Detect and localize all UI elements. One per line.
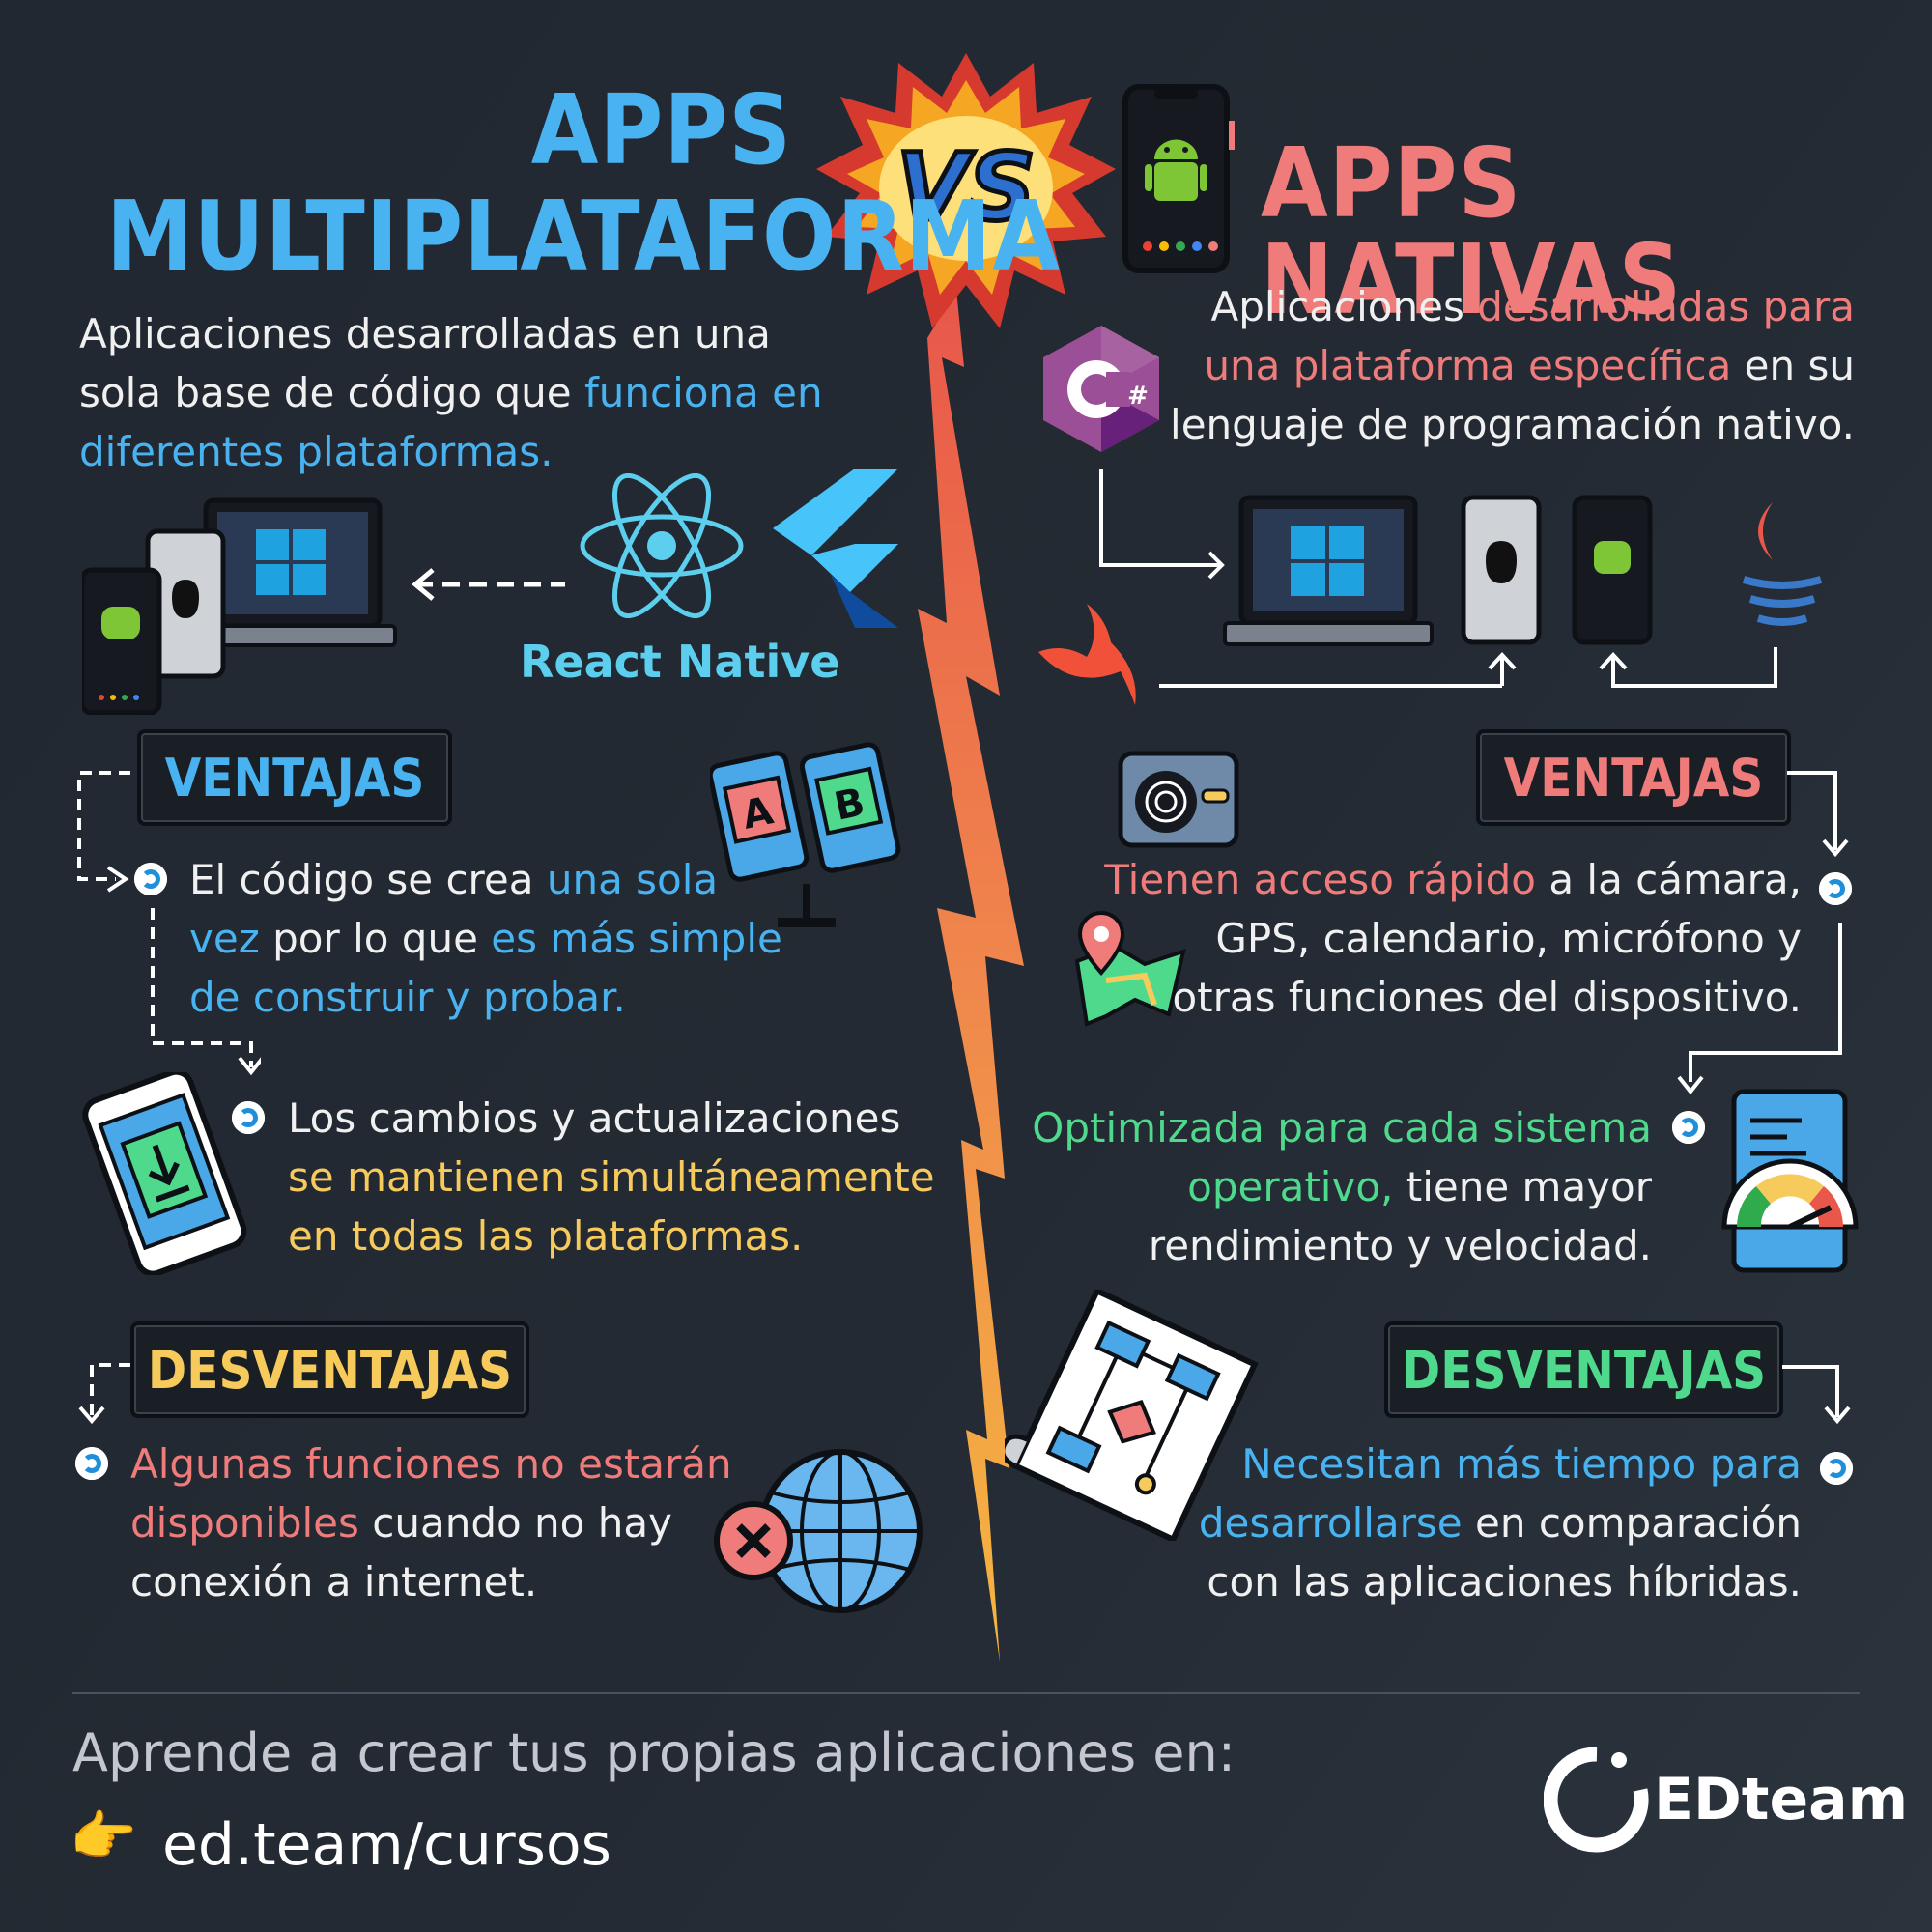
right-desventaja1-c: en comparación	[1462, 1499, 1802, 1547]
left-desventaja1-d: conexión a internet.	[130, 1558, 538, 1605]
swift-logo-icon	[1038, 604, 1136, 705]
right-desc-a: Aplicaciones	[1210, 283, 1478, 330]
right-ventaja1-a: Tienen acceso rápido	[1104, 856, 1536, 903]
right-desc-e: lenguaje de programación nativo.	[1170, 401, 1855, 448]
right-desventajas-label: DESVENTAJAS	[1384, 1321, 1783, 1418]
flowchart-blueprint-icon	[1005, 1290, 1259, 1541]
cross-platform-devices-icon	[82, 497, 397, 715]
flutter-logo-icon	[773, 469, 898, 628]
right-desventaja1-b: desarrollarse	[1198, 1499, 1463, 1547]
right-ventaja2-bullet	[1672, 1111, 1705, 1144]
left-ventaja2-c: en todas las plataformas.	[288, 1212, 804, 1260]
lightning-divider	[918, 290, 1024, 1662]
left-ventajas-label: VENTAJAS	[137, 729, 452, 826]
left-desc-line1: Aplicaciones desarrolladas en una	[79, 310, 771, 357]
ab-testing-phones-icon: A B	[710, 742, 901, 927]
edteam-brand-name: EDteam	[1654, 1766, 1909, 1833]
left-ventajas-connector	[77, 771, 261, 1076]
edteam-logo-icon	[1544, 1747, 1649, 1853]
left-ventaja1-bullet	[134, 863, 167, 895]
right-ventaja1-c: GPS, calendario, micrófono y	[1215, 915, 1802, 962]
camera-icon	[1118, 751, 1239, 848]
csharp-logo-icon: #	[1043, 326, 1159, 452]
right-desc-b: desarrolladas para	[1477, 283, 1855, 330]
react-native-label: React Native	[520, 636, 840, 688]
left-ventaja1-b: una sola	[546, 856, 719, 903]
right-desc-d: en su	[1731, 342, 1855, 389]
right-desventaja1-a: Necesitan más tiempo para	[1241, 1440, 1802, 1488]
left-ventaja1-d: por lo que	[259, 915, 492, 962]
left-ventaja1-a: El código se crea	[189, 856, 547, 903]
left-ventaja2-a: Los cambios y actualizaciones	[288, 1094, 901, 1142]
left-title-line1: APPS	[530, 73, 792, 186]
download-phone-icon	[82, 1072, 247, 1275]
pointer-emoji-icon: 👉	[70, 1805, 137, 1868]
left-desventajas-label: DESVENTAJAS	[130, 1321, 529, 1418]
left-ventaja2-b: se mantienen simultáneamente	[288, 1153, 935, 1201]
left-ventaja1-e: es más simple	[491, 915, 782, 962]
dashed-arrow-left	[412, 568, 565, 601]
left-title-line2: MULTIPLATAFORMA	[106, 180, 1061, 293]
left-ventaja2-bullet	[232, 1101, 265, 1134]
right-ventaja1-b: a la cámara,	[1535, 856, 1802, 903]
right-ventajas-connector	[1689, 771, 1849, 1082]
vs-label: VS	[896, 133, 1035, 242]
right-ventaja1-text: Tienen acceso rápido a la cámara, GPS, c…	[1101, 850, 1802, 1027]
footer-url-link[interactable]: ed.team/cursos	[162, 1811, 611, 1879]
left-desc-line2: sola base de código que	[79, 369, 584, 416]
right-title: APPS NATIVAS	[1261, 127, 1683, 336]
vs-starburst-icon: VS	[816, 53, 1116, 328]
right-desventaja1-bullet	[1820, 1452, 1853, 1485]
left-ventaja1-f: de construir y probar.	[189, 974, 626, 1021]
left-description: Aplicaciones desarrolladas en una sola b…	[79, 304, 852, 481]
android-phone-icon	[1122, 84, 1235, 273]
right-ventaja1-d: otras funciones del dispositivo.	[1172, 974, 1802, 1021]
left-desc-highlight1: funciona en	[583, 369, 823, 416]
right-ventaja2-a: Optimizada para cada sistema	[1032, 1104, 1652, 1151]
footer-cta: Aprende a crear tus propias aplicaciones…	[72, 1722, 1236, 1783]
right-desventaja1-text: Necesitan más tiempo para desarrollarse …	[1111, 1435, 1802, 1611]
left-desventaja1-a: Algunas funciones no estarán	[130, 1440, 732, 1488]
right-desventajas-connector	[1782, 1365, 1851, 1425]
right-ventajas-label: VENTAJAS	[1476, 729, 1791, 826]
left-ventaja1-text: El código se crea una sola vez por lo qu…	[189, 850, 808, 1027]
left-desventaja1-c: cuando no hay	[358, 1499, 672, 1547]
right-ventaja1-bullet	[1819, 872, 1852, 905]
right-ventaja2-b: operativo,	[1187, 1163, 1394, 1210]
right-ventaja2-text: Optimizada para cada sistema operativo, …	[995, 1098, 1652, 1275]
map-location-icon	[1074, 910, 1186, 1027]
offline-globe-icon	[714, 1449, 923, 1613]
left-ventaja2-text: Los cambios y actualizaciones se mantien…	[288, 1089, 964, 1265]
left-desventaja1-bullet	[75, 1447, 108, 1480]
right-desventaja1-d: con las aplicaciones híbridas.	[1207, 1558, 1802, 1605]
performance-gauge-icon	[1721, 1089, 1859, 1273]
left-ventaja1-c: vez	[189, 915, 260, 962]
left-desventaja1-b: disponibles	[130, 1499, 359, 1547]
svg-text:#: #	[1127, 382, 1149, 411]
left-desventajas-connector	[78, 1363, 130, 1425]
left-desventaja1-text: Algunas funciones no estarán disponibles…	[130, 1435, 749, 1611]
right-ventajas-connector-arrow	[1677, 1075, 1704, 1095]
react-logo-icon	[580, 473, 744, 618]
left-desc-highlight2: diferentes plataformas.	[79, 428, 554, 475]
native-platforms-diagram	[1099, 469, 1823, 688]
right-ventaja2-c: tiene mayor	[1393, 1163, 1652, 1210]
right-desc-c: una plataforma específica	[1204, 342, 1732, 389]
right-ventaja2-d: rendimiento y velocidad.	[1148, 1222, 1652, 1269]
right-description: Aplicaciones desarrolladas para una plat…	[1063, 277, 1855, 454]
footer-divider	[72, 1692, 1860, 1694]
